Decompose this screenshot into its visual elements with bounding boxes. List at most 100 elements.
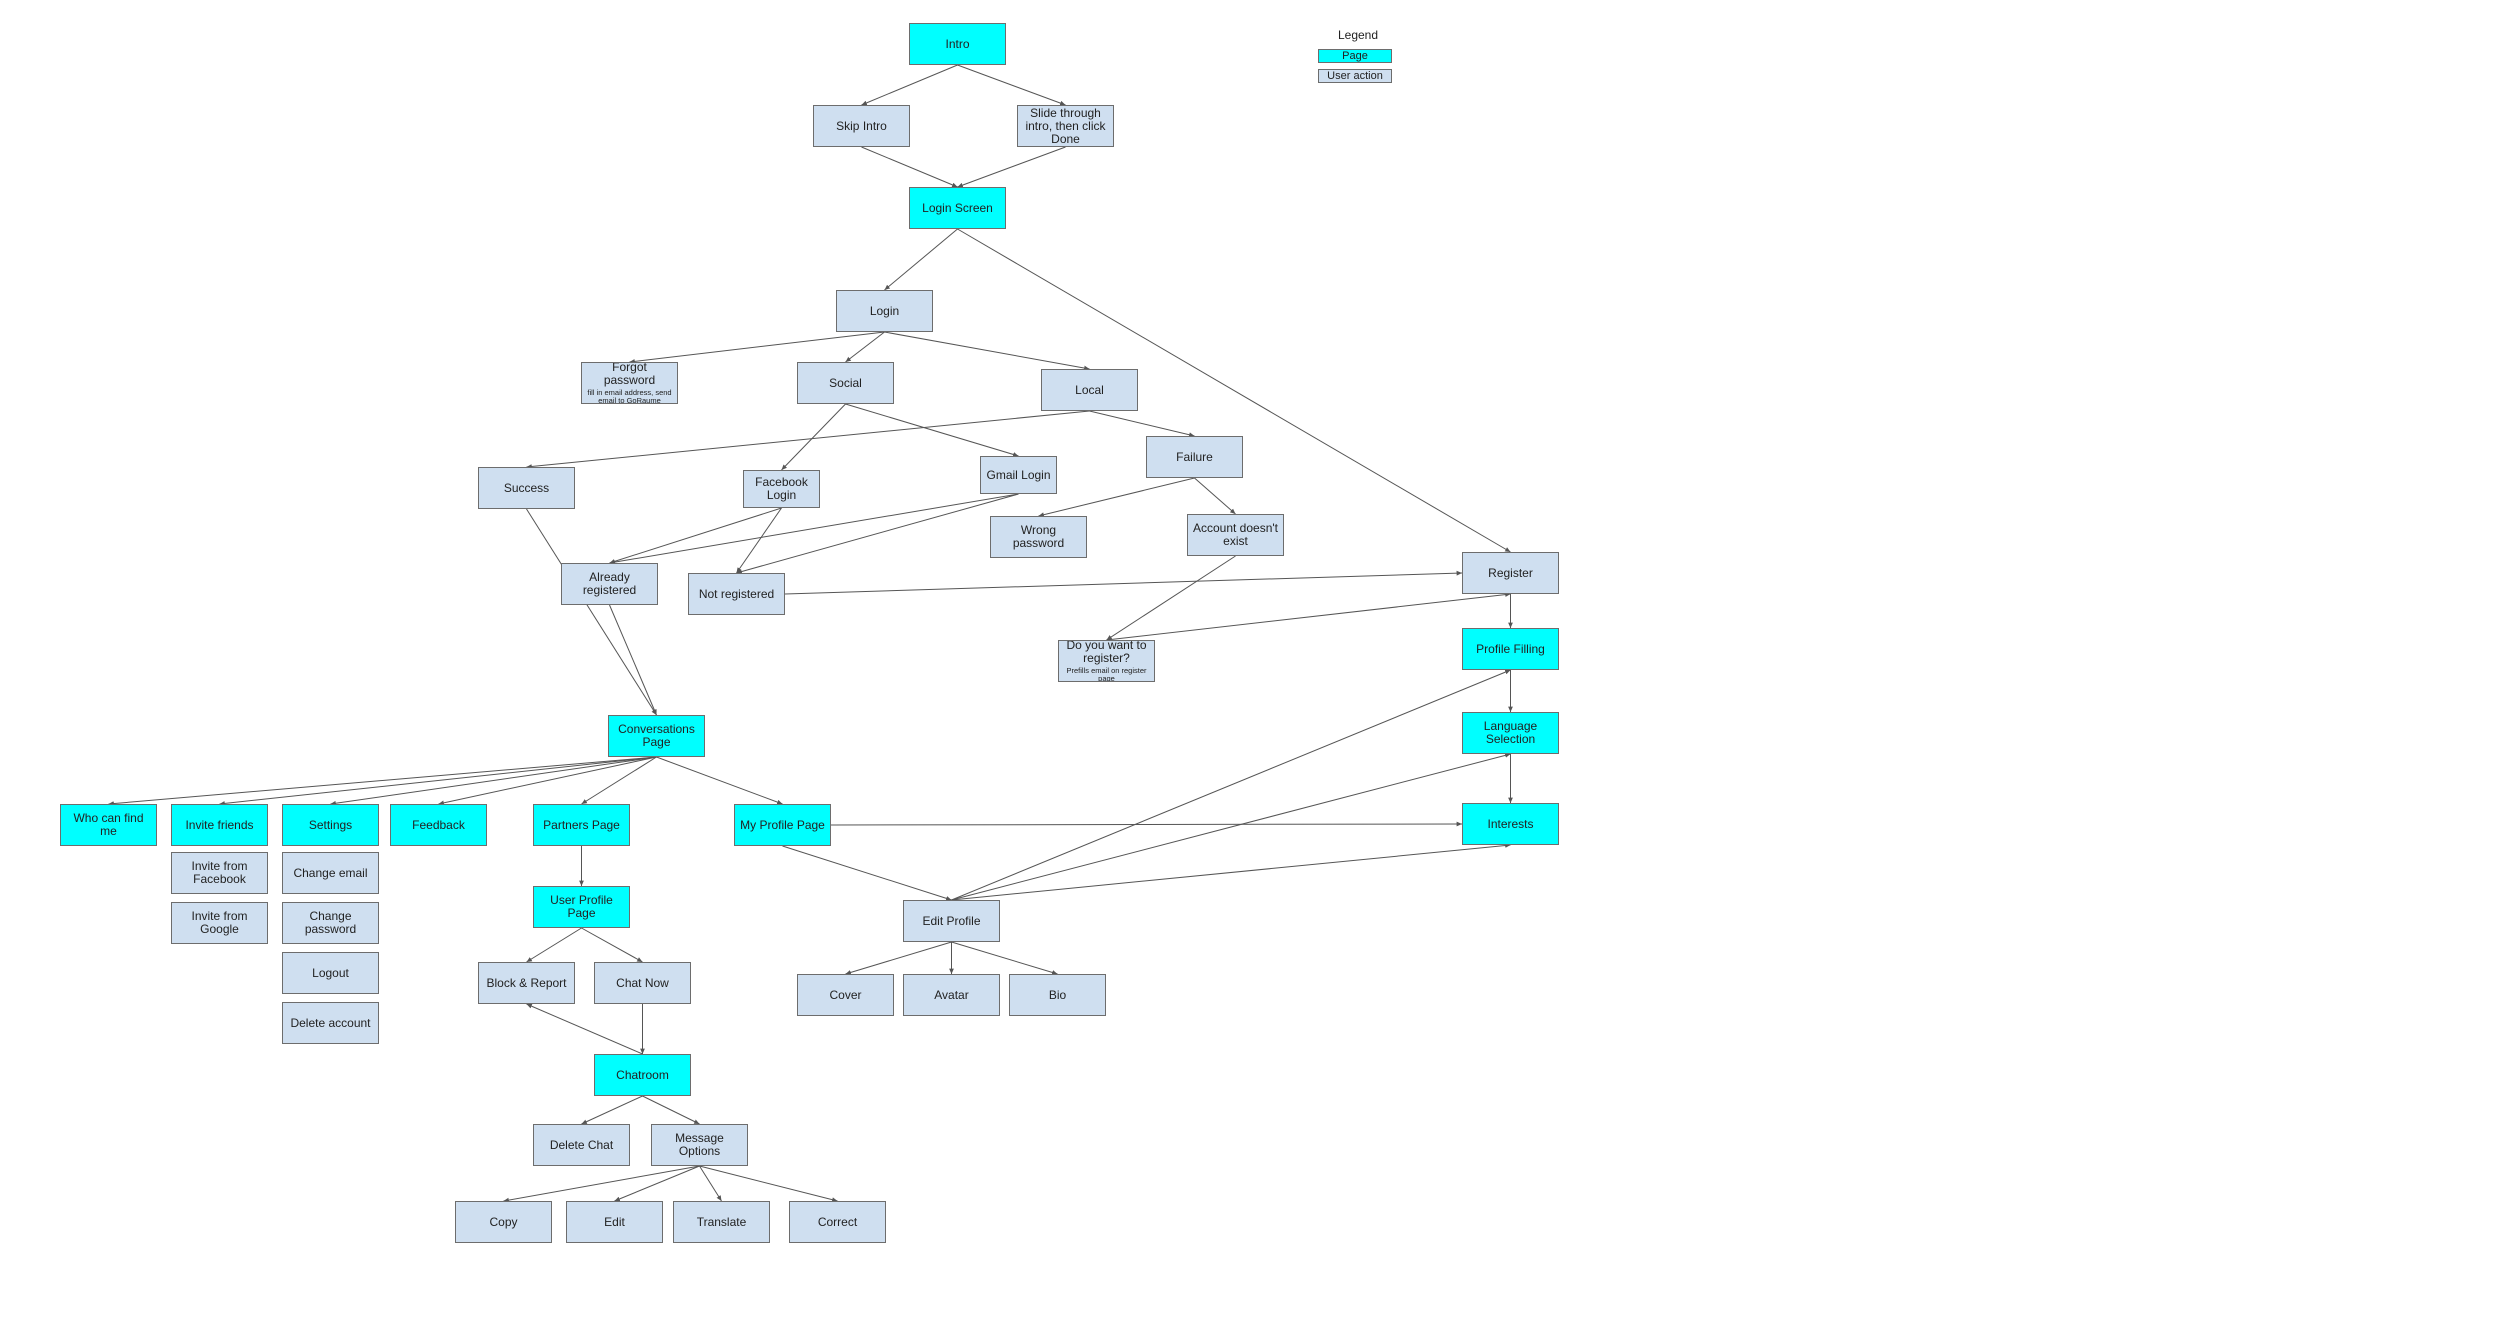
- node-label: Avatar: [934, 987, 969, 1002]
- node-delete-account: Delete account: [282, 1002, 379, 1044]
- node-label: User Profile Page: [550, 893, 613, 920]
- node-label: Invite friends: [185, 817, 254, 832]
- node-slide-intro: Slide through intro, then click Done: [1017, 105, 1114, 147]
- edge-local-to-success: [526, 410, 1090, 469]
- node-bio: Bio: [1009, 974, 1106, 1016]
- edge-chatroom-to-delete-chat: [581, 1095, 643, 1125]
- edge-user-profile-page-to-block-report: [526, 927, 582, 963]
- node-label: Change password: [304, 909, 357, 936]
- edge-my-profile-page-to-interests: [830, 821, 1463, 827]
- edge-edit-profile-to-interests: [951, 843, 1511, 901]
- edge-edit-profile-to-language-selection: [951, 753, 1511, 901]
- node-label: Conversations Page: [618, 722, 695, 749]
- node-label: Delete Chat: [549, 1137, 614, 1152]
- node-invite-friends: Invite friends: [171, 804, 268, 846]
- node-label: Bio: [1048, 987, 1067, 1002]
- node-intro: Intro: [909, 23, 1006, 65]
- node-message-options: Message Options: [651, 1124, 748, 1166]
- node-label: Invite from Google: [191, 909, 248, 936]
- edge-want-register-to-register: [1106, 592, 1511, 641]
- edge-chatroom-to-message-options: [642, 1095, 700, 1125]
- edge-gmail-login-to-already-registered: [609, 493, 1019, 565]
- node-label: Delete account: [290, 1015, 371, 1030]
- edge-edit-profile-to-cover: [845, 941, 952, 975]
- node-label: Intro: [945, 36, 970, 51]
- node-label: Facebook Login: [755, 475, 808, 502]
- node-user-profile-page: User Profile Page: [533, 886, 630, 928]
- node-invite-facebook: Invite from Facebook: [171, 852, 268, 894]
- node-label: Partners Page: [543, 817, 620, 832]
- node-label: Login: [869, 303, 900, 318]
- node-correct: Correct: [789, 1201, 886, 1243]
- edge-slide-intro-to-login-screen: [957, 146, 1066, 188]
- node-label: Failure: [1176, 449, 1213, 464]
- node-failure: Failure: [1146, 436, 1243, 478]
- node-facebook-login: Facebook Login: [743, 470, 820, 508]
- edge-login-to-local: [884, 331, 1090, 371]
- node-chat-now: Chat Now: [594, 962, 691, 1004]
- node-label: Do you want to register?: [1066, 640, 1147, 665]
- node-label: Forgot password: [603, 362, 656, 387]
- edge-conversations-page-to-invite-friends: [219, 756, 657, 806]
- node-conversations-page: Conversations Page: [608, 715, 705, 757]
- node-label: Interests: [1487, 816, 1534, 831]
- edge-not-registered-to-register: [784, 570, 1463, 595]
- edge-login-screen-to-register: [957, 228, 1511, 553]
- node-my-profile-page: My Profile Page: [734, 804, 831, 846]
- edge-gmail-login-to-not-registered: [736, 493, 1019, 574]
- node-sublabel: fill in email address, send email to GoR…: [587, 388, 672, 404]
- node-label: Message Options: [675, 1131, 724, 1158]
- node-label: Local: [1075, 382, 1104, 397]
- edge-social-to-facebook-login: [781, 403, 846, 471]
- node-label: Not registered: [698, 586, 775, 601]
- node-cover: Cover: [797, 974, 894, 1016]
- node-social: Social: [797, 362, 894, 404]
- edge-conversations-page-to-who-can-find-me: [108, 756, 657, 806]
- edge-intro-to-slide-intro: [957, 64, 1066, 106]
- node-chatroom: Chatroom: [594, 1054, 691, 1096]
- node-account-doesnt-exist: Account doesn't exist: [1187, 514, 1284, 556]
- node-label: My Profile Page: [740, 817, 825, 832]
- edge-conversations-page-to-partners-page: [581, 756, 657, 805]
- node-label: Logout: [312, 965, 349, 980]
- node-label: Wrong password: [1012, 523, 1065, 550]
- node-local: Local: [1041, 369, 1138, 411]
- node-edit: Edit: [566, 1201, 663, 1243]
- node-label: Language Selection: [1483, 719, 1538, 746]
- node-label: Skip Intro: [836, 118, 887, 133]
- node-label: Slide through intro, then click Done: [1025, 105, 1106, 146]
- edge-message-options-to-copy: [503, 1165, 700, 1203]
- edge-already-registered-to-conversations-page: [609, 604, 657, 716]
- node-login: Login: [836, 290, 933, 332]
- node-label: Login Screen: [922, 200, 993, 215]
- node-translate: Translate: [673, 1201, 770, 1243]
- node-label: Account doesn't exist: [1192, 521, 1278, 548]
- edge-failure-to-account-doesnt-exist: [1194, 477, 1236, 515]
- node-label: Settings: [308, 817, 353, 832]
- node-not-registered: Not registered: [688, 573, 785, 615]
- node-label: Already registered: [582, 570, 637, 597]
- node-who-can-find-me: Who can find me: [60, 804, 157, 846]
- legend-page-swatch: Page: [1318, 49, 1392, 63]
- node-block-report: Block & Report: [478, 962, 575, 1004]
- node-label: Edit: [604, 1214, 625, 1229]
- node-label: Correct: [817, 1214, 858, 1229]
- node-gmail-login: Gmail Login: [980, 456, 1057, 494]
- edge-local-to-failure: [1089, 410, 1195, 438]
- node-invite-google: Invite from Google: [171, 902, 268, 944]
- node-sublabel: Prefills email on register page: [1066, 666, 1147, 682]
- node-already-registered: Already registered: [561, 563, 658, 605]
- node-label: Who can find me: [73, 811, 144, 838]
- node-change-password: Change password: [282, 902, 379, 944]
- edge-facebook-login-to-already-registered: [609, 507, 782, 564]
- edge-message-options-to-translate: [699, 1165, 722, 1202]
- edge-edit-profile-to-profile-filling: [951, 669, 1511, 901]
- node-label: Feedback: [412, 817, 465, 832]
- edge-message-options-to-edit: [614, 1165, 700, 1202]
- legend-title: Legend: [1337, 28, 1379, 42]
- edge-facebook-login-to-not-registered: [736, 507, 782, 574]
- edge-my-profile-page-to-edit-profile: [782, 845, 952, 901]
- edge-login-to-social: [845, 331, 885, 363]
